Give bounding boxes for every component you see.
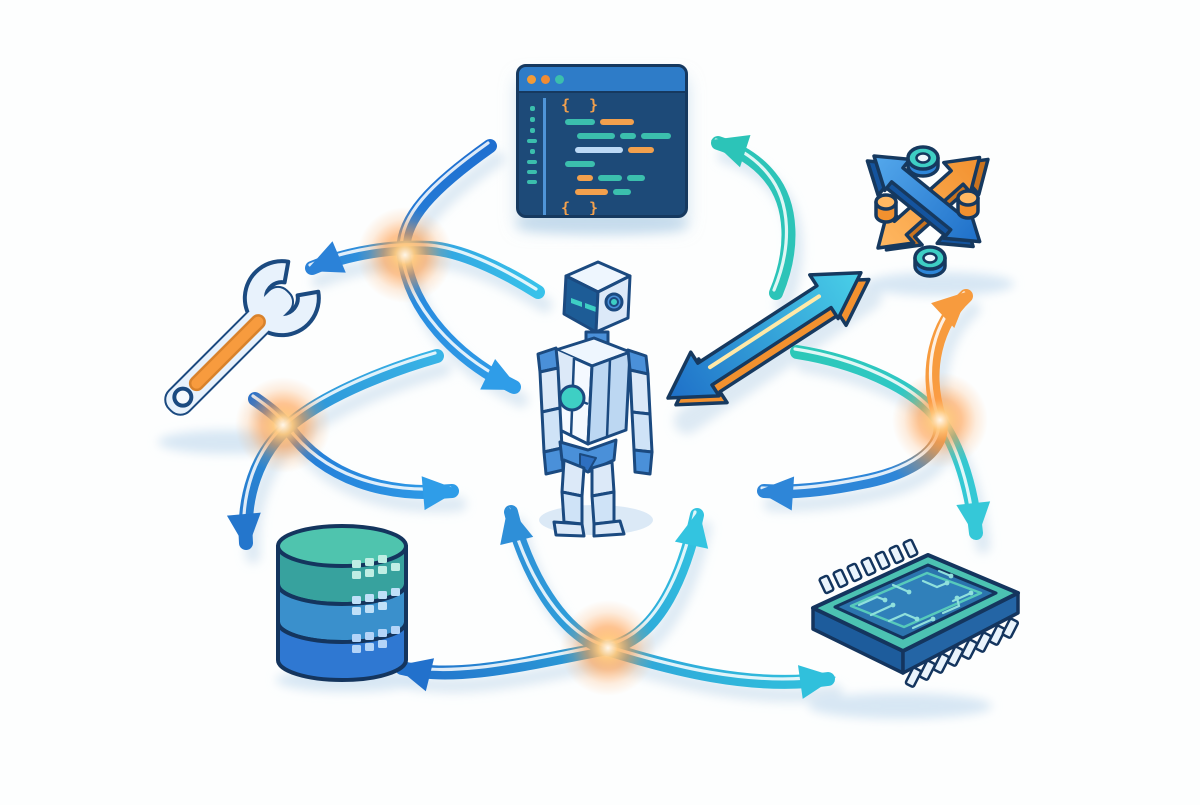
- code-token: [575, 147, 623, 153]
- window-dot: [555, 74, 564, 84]
- wrench-hole: [172, 386, 194, 408]
- code-line: [553, 189, 677, 195]
- db-pixels: [352, 555, 400, 653]
- line-number-gutter: [524, 98, 546, 215]
- robot-left-foot: [552, 520, 586, 538]
- code-line: [553, 119, 677, 125]
- chip-traces: [857, 569, 974, 630]
- chip-pins-back: [818, 538, 919, 595]
- code-token: [628, 147, 654, 153]
- wrench-handle-inlay: [188, 314, 266, 392]
- code-token: [613, 189, 631, 195]
- double-arrow-top: [666, 270, 863, 400]
- brace-close: { }: [561, 199, 604, 217]
- db-top: [276, 524, 408, 568]
- code-lines: [553, 119, 677, 195]
- gutter-dash: [527, 139, 537, 143]
- double-arrow-agent-routing: [666, 270, 871, 407]
- glow-crossings: [235, 207, 988, 696]
- code-token: [577, 175, 593, 181]
- code-token: [627, 175, 645, 181]
- routing-ring-top: [906, 145, 940, 178]
- code-token: [641, 133, 671, 139]
- glow-left: [235, 377, 331, 473]
- gutter-dot: [529, 128, 535, 133]
- routing-cylinder-right: [956, 189, 980, 220]
- routing-cylinder-left: [874, 193, 898, 224]
- glow-bottom: [560, 600, 656, 696]
- chip-pins-front: [904, 617, 1020, 688]
- code-token: [577, 133, 615, 139]
- robot-chest-light: [558, 384, 586, 412]
- window-dot: [527, 74, 536, 84]
- code-line: [553, 161, 677, 167]
- robot-eye-left: [571, 298, 582, 307]
- chip-core: [849, 571, 983, 629]
- brace-open: { }: [561, 96, 604, 114]
- glow-right: [892, 372, 988, 468]
- code-token: [600, 119, 634, 125]
- code-body: { } { }: [519, 93, 685, 215]
- code-line: [553, 175, 677, 181]
- robot-right-hand: [632, 448, 654, 476]
- code-token: [598, 175, 622, 181]
- gutter-dash: [527, 160, 537, 164]
- code-line: [553, 133, 677, 139]
- gutter-dash: [527, 180, 537, 184]
- window-dot: [541, 74, 550, 84]
- microchip-icon: [811, 538, 1020, 688]
- code-window-icon: { } { }: [516, 64, 688, 218]
- robot-agent-icon: [536, 260, 654, 538]
- gutter-dash: [527, 170, 537, 174]
- code-token: [620, 133, 636, 139]
- db-band-3: [276, 620, 408, 682]
- routing-arrow-blue: [865, 154, 982, 249]
- code-token: [565, 161, 595, 167]
- robot-right-leg: [590, 460, 616, 498]
- database-icon: [276, 524, 408, 682]
- robot-eye-right: [585, 303, 596, 312]
- window-dots: [527, 74, 564, 84]
- window-titlebar: [519, 67, 685, 93]
- gutter-dot: [529, 149, 535, 154]
- routing-arrows-icon: [865, 145, 990, 278]
- code-token: [565, 119, 595, 125]
- robot-left-leg: [560, 458, 586, 498]
- code-line: [553, 147, 677, 153]
- gutter-dot: [529, 117, 535, 122]
- routing-ring-bottom: [913, 245, 947, 278]
- wrench-icon: [164, 259, 321, 416]
- code-content: { } { }: [553, 98, 677, 215]
- robot-right-foot: [592, 519, 626, 538]
- gutter-dot: [529, 106, 535, 111]
- arrow-teal-to-code-window: [711, 134, 796, 300]
- code-token: [575, 189, 608, 195]
- glow-top-left: [357, 207, 453, 303]
